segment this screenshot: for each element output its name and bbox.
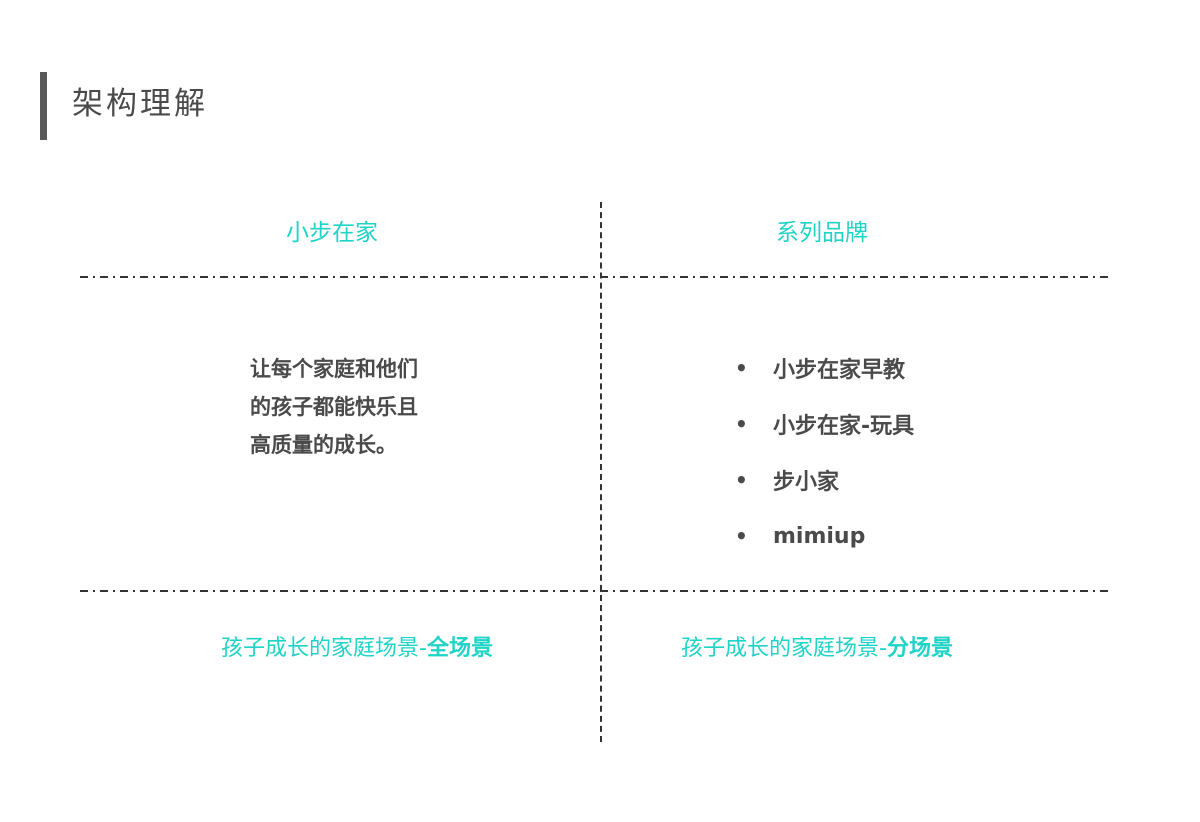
brand-name: 步小家 [773,470,840,495]
brand-name: 小步在家早教 [773,358,906,383]
brand-list-item: • mimiup [735,508,914,564]
horizontal-divider-top [80,276,1110,278]
bullet-icon: • [735,356,748,380]
scene-caption-prefix: 孩子成长的家庭场景- [681,636,887,661]
scene-caption-emphasis: 分场景 [886,636,953,661]
page-title: 架构理解 [72,86,208,122]
brand-list: • 小步在家早教 • 小步在家-玩具 • 步小家 • mimiup [735,340,914,564]
bullet-icon: • [735,412,748,436]
title-accent-bar [40,72,47,140]
vertical-divider [600,202,602,742]
scene-caption-emphasis: 全场景 [426,636,493,661]
brand-list-item: • 小步在家-玩具 [735,396,914,452]
bullet-icon: • [735,524,748,548]
mission-line: 的孩子都能快乐且 [250,395,418,419]
brand-list-item: • 步小家 [735,452,914,508]
brand-list-item: • 小步在家早教 [735,340,914,396]
brand-name: mimiup [773,523,866,549]
mission-statement: 让每个家庭和他们 的孩子都能快乐且 高质量的成长。 [250,350,480,464]
bullet-icon: • [735,468,748,492]
brand-name: 小步在家-玩具 [773,414,915,439]
horizontal-divider-bottom [80,590,1110,592]
scene-caption-left: 孩子成长的家庭场景-全场景 [221,632,493,666]
mission-line: 高质量的成长。 [250,433,397,457]
scene-caption-prefix: 孩子成长的家庭场景- [221,636,427,661]
scene-caption-right: 孩子成长的家庭场景-分场景 [681,632,953,666]
brand-header-left: 小步在家 [286,220,378,246]
brand-header-right: 系列品牌 [776,220,868,246]
mission-line: 让每个家庭和他们 [250,357,418,381]
